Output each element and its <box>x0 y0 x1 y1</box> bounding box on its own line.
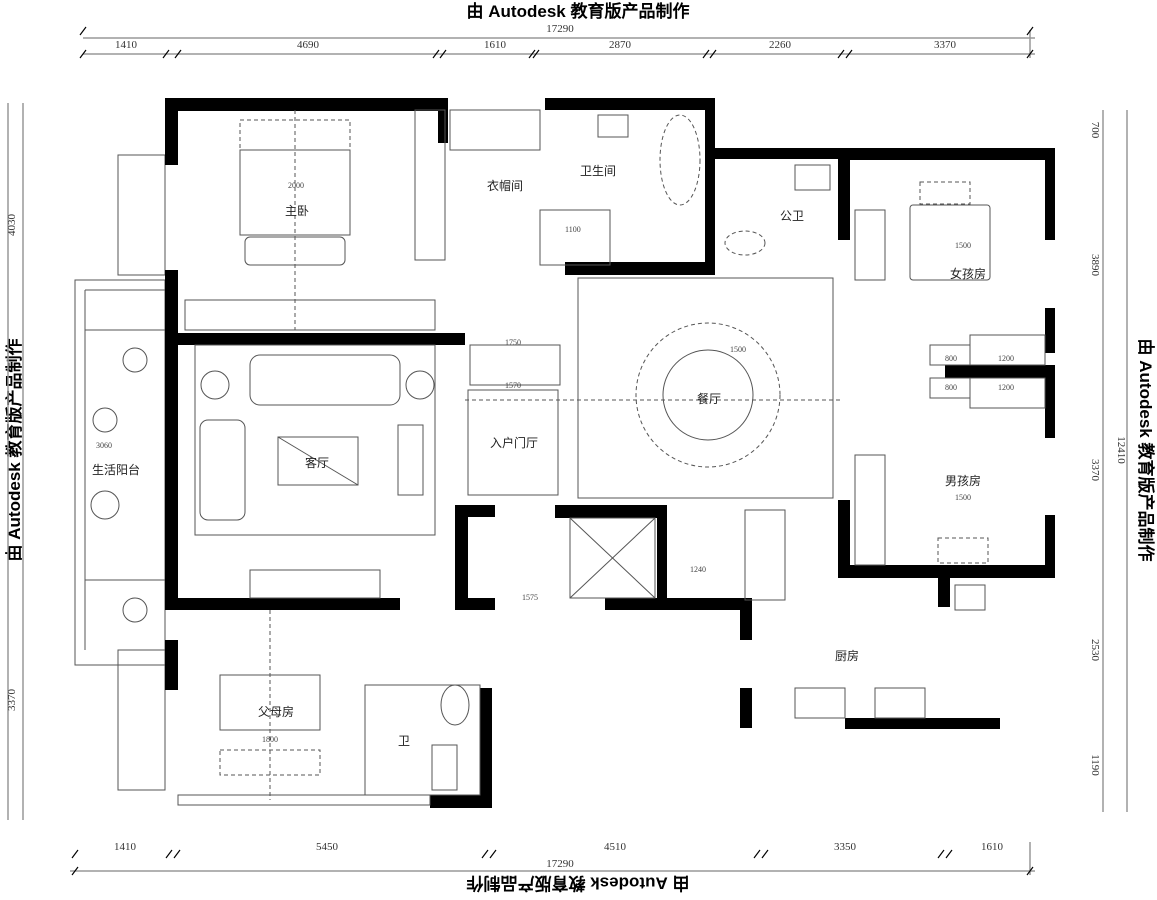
dim-top-1: 4690 <box>297 39 320 51</box>
note-desk-girl: 1200 <box>998 354 1014 363</box>
dim-top-total: 17290 <box>546 23 574 35</box>
room-boy: 男孩房 <box>945 473 981 488</box>
watermark-bottom: 由 Autodesk 教育版产品制作 <box>467 874 690 894</box>
room-labels: 主卧 衣帽间 卫生间 公卫 女孩房 男孩房 餐厅 客厅 入户门厅 生活阳台 厨房… <box>92 164 986 748</box>
dim-bottom-3: 3350 <box>834 841 857 853</box>
dim-top-2: 1610 <box>484 39 507 51</box>
dim-top-4: 2260 <box>769 39 792 51</box>
dim-bottom-total: 17290 <box>546 858 574 870</box>
watermark-top: 由 Autodesk 教育版产品制作 <box>467 1 690 21</box>
annotations: 2000 1100 1500 1500 1200 1200 800 800 15… <box>96 181 1014 744</box>
note-shower: 1100 <box>565 225 581 234</box>
balcony-outline <box>74 154 166 791</box>
watermark-left: 由 Autodesk 教育版产品制作 <box>4 339 24 562</box>
note-desk-boy: 1200 <box>998 383 1014 392</box>
note-entry-width: 1575 <box>522 593 538 602</box>
dim-right-2: 3370 <box>1089 459 1101 482</box>
dim-left-1: 3370 <box>6 689 18 712</box>
room-toilet: 卫 <box>398 734 410 748</box>
note-bed-master: 2000 <box>288 181 304 190</box>
room-closet: 衣帽间 <box>487 178 523 193</box>
room-parents: 父母房 <box>258 704 294 719</box>
room-public-bathroom: 公卫 <box>780 209 804 223</box>
note-living-height: 3060 <box>96 441 112 450</box>
room-master-bedroom: 主卧 <box>285 204 309 218</box>
dim-right-3: 2530 <box>1089 639 1101 662</box>
bottom-dimensions: 17290 1410 5450 4510 3350 1610 <box>70 841 1035 876</box>
dim-top-5: 3370 <box>934 39 957 51</box>
dim-right-0: 700 <box>1089 122 1101 139</box>
note-parents-bed: 1800 <box>262 735 278 744</box>
note-cab-girl: 800 <box>945 354 957 363</box>
room-kitchen: 厨房 <box>835 648 859 663</box>
dim-right-1: 3890 <box>1089 254 1101 277</box>
room-dining: 餐厅 <box>697 391 721 406</box>
dim-bottom-0: 1410 <box>114 841 137 853</box>
left-dimensions: 4030 3370 <box>6 103 24 820</box>
note-cab-boy: 800 <box>945 383 957 392</box>
top-dimensions: 17290 1410 4690 1610 2870 2260 3370 <box>79 23 1035 59</box>
right-dimensions: 12410 700 3890 3370 2530 1190 <box>1089 110 1128 812</box>
note-boy-bed: 1500 <box>955 493 971 502</box>
dim-bottom-2: 4510 <box>604 841 627 853</box>
furniture <box>90 109 1046 806</box>
note-table: 1500 <box>730 345 746 354</box>
dim-right-total: 12410 <box>1115 436 1127 464</box>
room-living: 客厅 <box>305 455 329 470</box>
dim-bottom-1: 5450 <box>316 841 339 853</box>
room-girl: 女孩房 <box>950 266 986 281</box>
dim-top-0: 1410 <box>115 39 138 51</box>
room-entry: 入户门厅 <box>490 435 538 450</box>
note-tv: 1570 <box>505 381 521 390</box>
note-girl-bed: 1500 <box>955 241 971 250</box>
room-balcony: 生活阳台 <box>92 462 140 477</box>
dim-right-4: 1190 <box>1089 754 1101 776</box>
dim-top-3: 2870 <box>609 39 632 51</box>
dim-bottom-4: 1610 <box>981 841 1004 853</box>
note-corridor: 1240 <box>690 565 706 574</box>
room-bathroom: 卫生间 <box>580 164 616 178</box>
note-corridor-top: 1750 <box>505 338 521 347</box>
watermark-right: 由 Autodesk 教育版产品制作 <box>1136 339 1156 562</box>
dim-left-0: 4030 <box>6 214 18 237</box>
